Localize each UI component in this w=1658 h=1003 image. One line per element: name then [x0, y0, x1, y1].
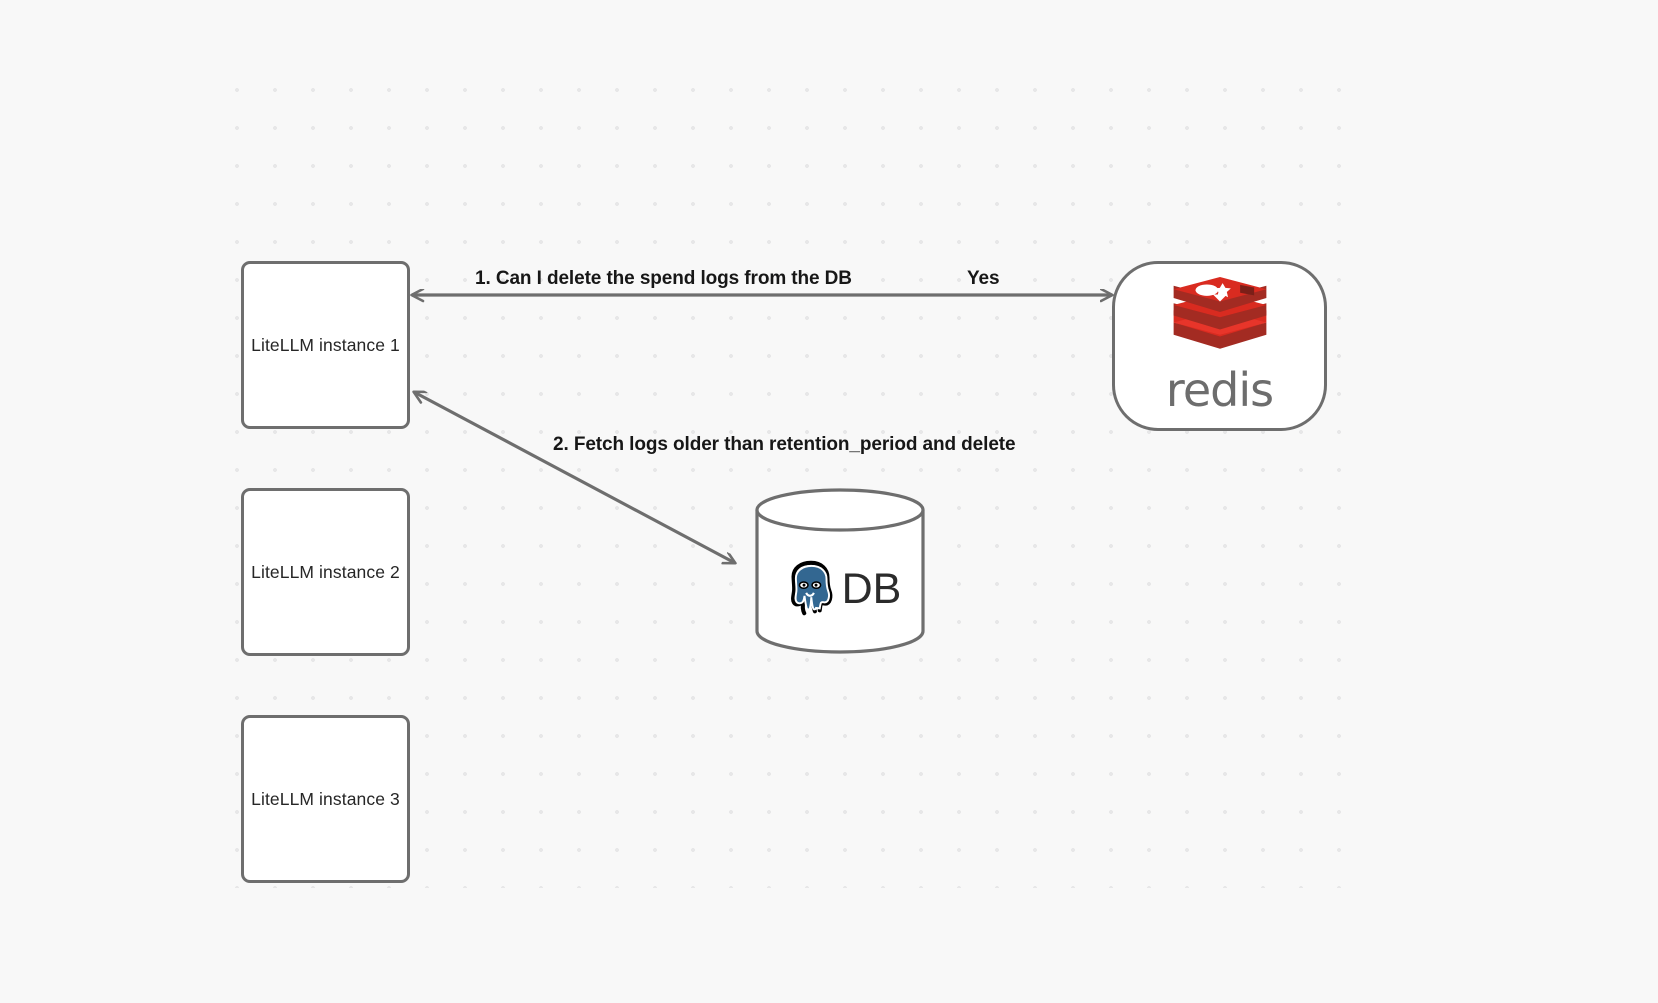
node-litellm-instance-2-label: LiteLLM instance 2	[251, 561, 400, 582]
node-redis[interactable]: redis	[1112, 261, 1327, 431]
edge-2-label: 2. Fetch logs older than retention_perio…	[553, 434, 1016, 455]
postgresql-elephant-icon	[780, 558, 842, 620]
node-litellm-instance-1[interactable]: LiteLLM instance 1	[241, 261, 410, 429]
node-litellm-instance-2[interactable]: LiteLLM instance 2	[241, 488, 410, 656]
database-label: DB	[841, 564, 902, 613]
node-litellm-instance-3-label: LiteLLM instance 3	[251, 788, 400, 809]
redis-logo	[1165, 277, 1275, 361]
node-litellm-instance-1-label: LiteLLM instance 1	[251, 334, 400, 355]
redis-wordmark: redis	[1165, 363, 1274, 417]
database-content: DB	[758, 550, 923, 628]
node-database[interactable]	[754, 488, 926, 654]
node-litellm-instance-3[interactable]: LiteLLM instance 3	[241, 715, 410, 883]
database-cylinder-shape	[755, 488, 925, 654]
edge-1-reply-label: Yes	[967, 268, 1000, 289]
edge-1-label: 1. Can I delete the spend logs from the …	[475, 268, 852, 289]
edge-litellm1-database	[414, 392, 735, 563]
